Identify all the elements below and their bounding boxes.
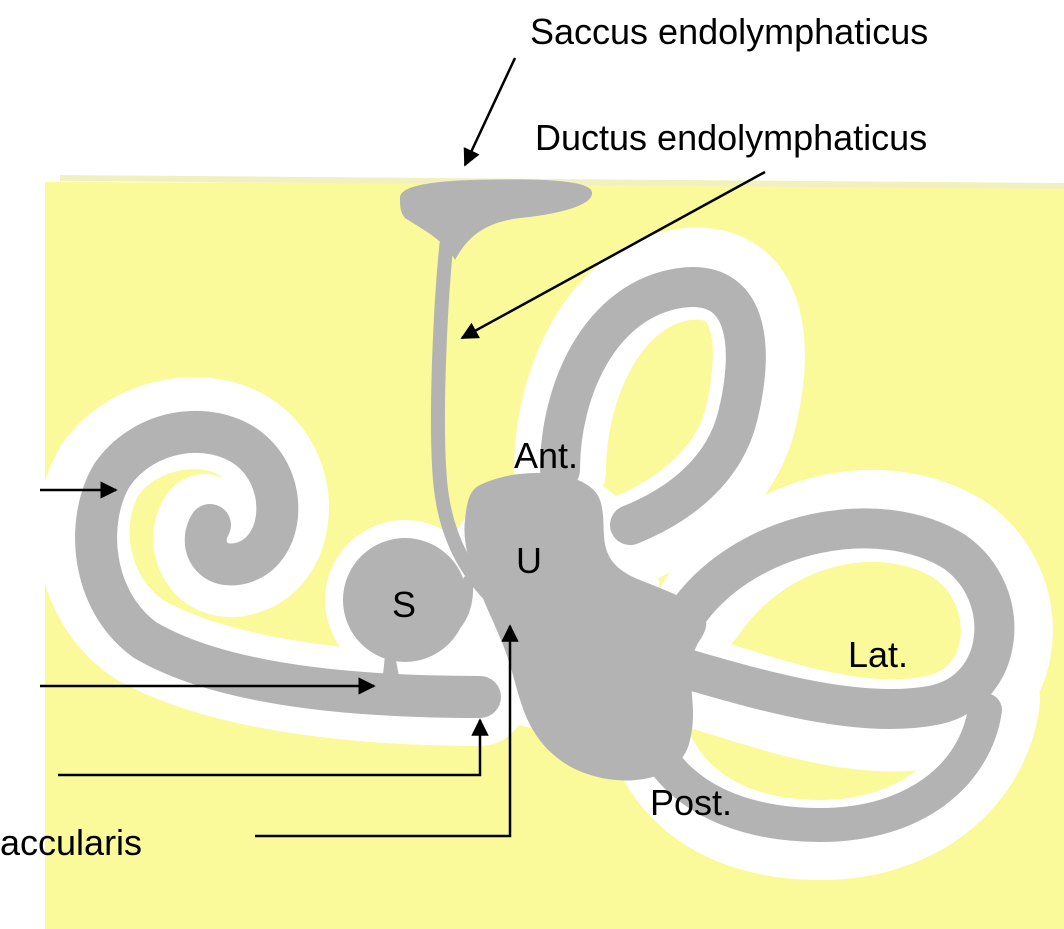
label-saccus-endolymphaticus: Saccus endolymphaticus [530,14,928,50]
arrow-saccus [465,58,515,165]
label-lateral-canal: Lat. [848,637,908,673]
label-utriculosaccularis: accularis [0,825,142,861]
label-posterior-canal: Post. [650,785,732,821]
label-anterior-canal: Ant. [514,438,578,474]
label-ductus-endolymphaticus: Ductus endolymphaticus [535,120,927,156]
label-saccule: S [392,587,416,623]
label-utricle: U [516,543,542,579]
